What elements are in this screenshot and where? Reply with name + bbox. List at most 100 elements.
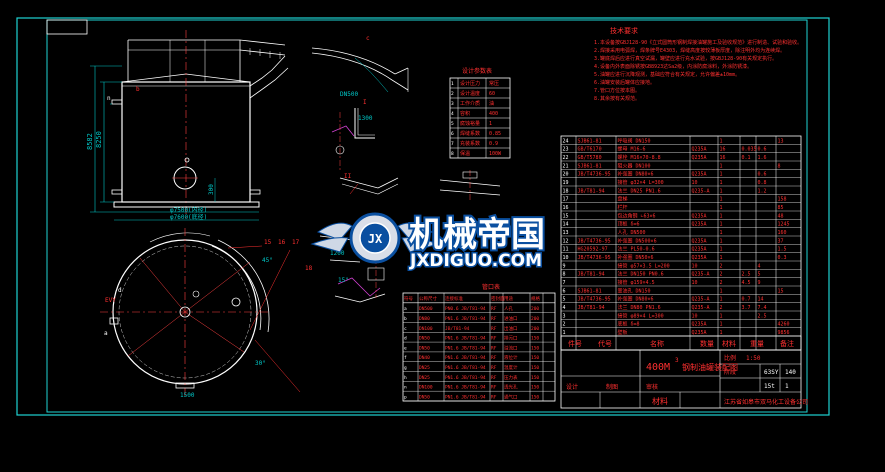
bom-cell: JB/T81-94 <box>578 305 605 311</box>
wing-right <box>397 222 434 241</box>
plan-label-ldr: 1500 <box>180 392 195 399</box>
outer-frame <box>16 17 830 416</box>
bom-cell: 19 <box>563 180 569 186</box>
bom-cell: 1.2 <box>758 188 767 194</box>
bom-cell: 1 <box>720 313 723 319</box>
elevation-view: 8582 8250 300 φ7500(内径) φ7600(底径) b n c <box>86 30 370 221</box>
bom-cell: 0.6 <box>758 147 767 153</box>
bom-cell: Q235-A <box>692 305 710 311</box>
tb-signature-label: 设计 <box>566 383 578 391</box>
bom-cell: 栏杆 <box>618 204 628 211</box>
bom-cell: 1 <box>720 188 723 194</box>
bom-cell: GB/T5780 <box>578 155 602 161</box>
bom-cell: 2 <box>720 305 723 311</box>
bom-cell: 包边角钢 ∟63×6 <box>618 212 656 219</box>
bom-cell: 9 <box>758 280 761 286</box>
nozzle-cell: JB/T81-94 <box>445 326 470 332</box>
nozzle-cell: g <box>404 366 407 371</box>
bom-cell: 48 <box>778 213 784 219</box>
nozzle-cell: PN1.6 JB/T81-94 <box>445 316 486 322</box>
bom-cell: 0.7 <box>742 297 751 303</box>
tech-req-line: 6.油罐安装后罐体应接地。 <box>594 79 655 86</box>
nozzle-cell: DN40 <box>419 355 430 361</box>
design-data-index: 2 <box>451 91 454 97</box>
nozzle-cell: DN50 <box>419 336 430 342</box>
design-data-key: 设计温度 <box>460 90 480 97</box>
bom-cell: 16 <box>563 205 569 211</box>
nozzle-cell: DN80 <box>419 316 430 322</box>
bom-cell: 1.5 <box>778 247 787 253</box>
nozzle-cell: DN100 <box>419 326 433 332</box>
tb-scale: 1:50 <box>746 355 761 362</box>
nozzle-cell: RF <box>491 306 497 312</box>
dim-bottom-dia: φ7600(底径) <box>170 213 207 221</box>
design-data-key: 工作介质 <box>460 100 480 107</box>
bom-cell: 1 <box>720 255 723 261</box>
nozzle-cell: RF <box>491 375 497 381</box>
bom-cell: 9 <box>563 263 566 269</box>
nozzle-cell: DN25 <box>419 375 430 381</box>
bom-cell: 法兰 DN25 PN1.6 <box>618 187 661 194</box>
dim-inner-dia: φ7500(内径) <box>170 206 207 214</box>
bom-cell: 13 <box>563 230 569 236</box>
label-c: c <box>366 35 370 42</box>
bom-cell: 1 <box>720 222 723 228</box>
corner-code-box <box>46 19 88 35</box>
bom-cell: 0.6 <box>758 172 767 178</box>
tech-req-line: 1.本设备按GBJ128-90《立式圆筒形钢制焊接油罐施工及验收规范》进行制造、… <box>594 39 802 46</box>
nozzle-cell: 150 <box>531 395 539 401</box>
bom-cell: 1245 <box>778 222 790 228</box>
nozzle-cell: PN1.6 JB/T81-94 <box>445 345 486 351</box>
bom-cell: Q235-A <box>692 297 710 303</box>
bom-cell: 1.6 <box>758 155 767 161</box>
wing-left <box>316 222 353 241</box>
bom-cell: 15 <box>778 288 784 294</box>
nozzle-cell: DN25 <box>419 365 430 371</box>
nozzle-cell: 150 <box>531 385 539 391</box>
tech-requirements: 技术要求 1.本设备按GBJ128-90《立式圆筒形钢制焊接油罐施工及验收规范》… <box>594 26 802 102</box>
nozzle-cell: 200 <box>531 306 539 312</box>
bom-cell: Q235A <box>692 322 707 328</box>
bom-cell: 2.5 <box>758 313 767 319</box>
design-data-key: 焊缝系数 <box>460 130 480 137</box>
bom-cell: 5 <box>758 272 761 278</box>
balloon-17: 17 <box>292 239 300 246</box>
bom-cell: 10 <box>563 255 569 261</box>
bom-cell: 21 <box>563 163 569 169</box>
bom-cell: 37 <box>778 238 784 244</box>
plan-label-a: a <box>104 330 108 337</box>
bom-cell: 15 <box>563 213 569 219</box>
nozzle-cell: RF <box>491 355 497 361</box>
nozzle-cell: PN1.6 JB/T81-94 <box>445 385 486 391</box>
detail-label-1: I <box>363 99 367 106</box>
bom-cell: Q235A <box>692 330 707 336</box>
bom-cell: 补强圈 DN500×6 <box>618 237 657 244</box>
bom-cell: 补强圈 DN50×6 <box>618 254 654 261</box>
design-data-value: 0.9 <box>489 141 498 147</box>
design-data-index: 4 <box>451 111 454 117</box>
bom-cell: 14 <box>563 222 569 228</box>
nozzle-cell: PN1.6 JB/T81-94 <box>445 336 486 342</box>
bom-cell: Q235A <box>692 222 707 228</box>
nozzle-cell: 温度计 <box>504 364 518 371</box>
bom-cell: 10 <box>692 180 698 186</box>
bom-cell: 3.7 <box>742 305 751 311</box>
bom-cell: 1 <box>720 205 723 211</box>
nozzle-cell: RF <box>491 336 497 342</box>
bom-cell: JB/T81-94 <box>578 272 605 278</box>
tech-req-line: 4.设备内外表面除锈按GB8923达Sa2级，内涂防腐涂料，外涂防锈漆。 <box>594 63 752 70</box>
bom-cell: 底板 δ=8 <box>618 321 640 328</box>
bom-cell: 8 <box>778 163 781 169</box>
nozzle-cell: d <box>404 336 407 342</box>
plan-view: EVY d a 1500 45° 30° 15 16 17 18 <box>100 228 313 399</box>
bom-cell: 18 <box>563 188 569 194</box>
bom-cell: Q235A <box>692 213 707 219</box>
tech-req-line: 3.罐底焊后应进行真空试漏，罐壁应进行充水试验，按GBJ128-90有关规定执行… <box>594 55 777 62</box>
nozzle-cell: b <box>404 316 407 322</box>
design-data-title: 设计参数表 <box>462 67 492 75</box>
bom-cell: 10 <box>692 263 698 269</box>
bom-cell: 1 <box>720 180 723 186</box>
watermark-en-shadow: JXDIGUO.COM <box>409 251 542 271</box>
